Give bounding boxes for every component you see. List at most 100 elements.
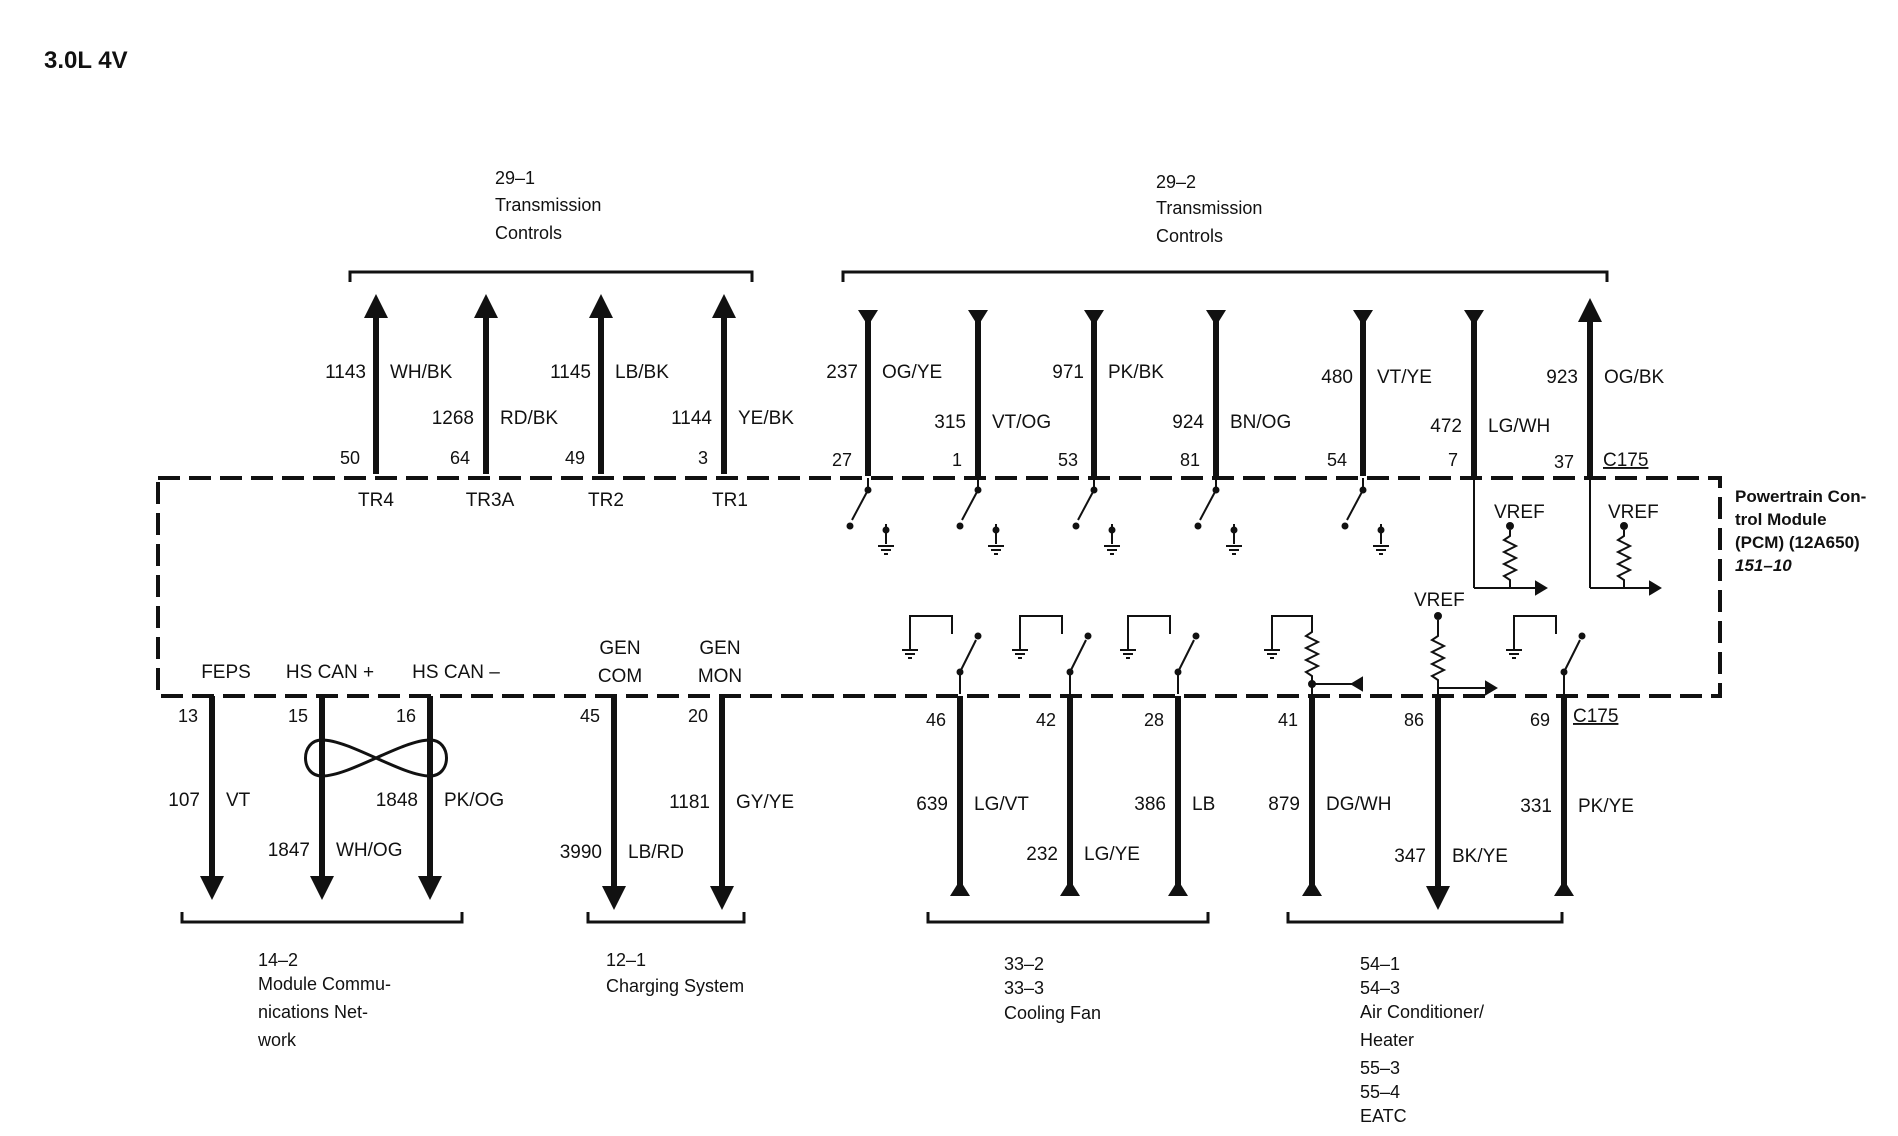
svg-text:55–4: 55–4 — [1360, 1082, 1400, 1102]
wire: 237 OG/YE 27 — [826, 310, 942, 476]
pin-number: 69 — [1530, 710, 1550, 730]
bottom-group-label: 14–2 Module Commu- nications Net- work 1… — [257, 950, 1484, 1126]
pin-number: 28 — [1144, 710, 1164, 730]
circuit-number: 107 — [168, 790, 200, 811]
twisted-pair-symbol — [304, 738, 448, 778]
diagram-title: 3.0L 4V — [44, 47, 128, 74]
switch-to-ground — [846, 478, 1389, 555]
pin-number: 54 — [1327, 450, 1347, 470]
wire-color: VT — [226, 790, 251, 811]
wire: 480 VT/YE 54 — [1321, 310, 1432, 476]
circuit-number: 1144 — [671, 408, 712, 429]
wire-color: PK/OG — [444, 790, 504, 811]
wire: 315 VT/OG 1 — [934, 310, 1051, 476]
circuit-number: 1268 — [432, 408, 474, 429]
pin-number: 15 — [288, 706, 308, 726]
wire-color: VT/OG — [992, 412, 1051, 433]
svg-text:55–3: 55–3 — [1360, 1058, 1400, 1078]
circuit-number: 923 — [1546, 367, 1578, 388]
wire-color: LB/BK — [615, 362, 669, 383]
wire-color: LB/RD — [628, 842, 684, 863]
wire: 42 232 LG/YE — [1026, 696, 1140, 896]
circuit-number: 237 — [826, 362, 858, 383]
bottom-resistor — [1264, 612, 1498, 696]
svg-text:Air Conditioner/: Air Conditioner/ — [1360, 1002, 1484, 1022]
pin-number: 45 — [580, 706, 600, 726]
switch-to-ground — [902, 615, 1586, 694]
wire-color: YE/BK — [738, 408, 794, 429]
svg-text:Heater: Heater — [1360, 1030, 1414, 1050]
svg-text:Controls: Controls — [1156, 226, 1223, 246]
signal-label: GEN — [699, 638, 740, 659]
signal-label: MON — [698, 666, 742, 687]
wire: 1268 RD/BK 64 TR3A — [432, 294, 558, 511]
svg-text:EATC: EATC — [1360, 1106, 1407, 1126]
pin-number: 3 — [698, 448, 708, 468]
wire-color: OG/BK — [1604, 367, 1665, 388]
pcm-boundary — [156, 476, 1722, 698]
vref-resistor — [1473, 478, 1662, 596]
svg-text:33–3: 33–3 — [1004, 978, 1044, 998]
wire: HS CAN + 15 1847 WH/OG — [268, 662, 403, 900]
wire: 28 386 LB — [1134, 696, 1215, 896]
svg-text:151–10: 151–10 — [1735, 556, 1792, 575]
circuit-number: 331 — [1520, 796, 1552, 817]
circuit-number: 3990 — [560, 842, 602, 863]
top-group-label: 29–1 Transmission Controls 29–2 Transmis… — [495, 168, 1262, 246]
top-group-bracket — [348, 270, 1609, 282]
wire: 69 331 PK/YE — [1520, 696, 1634, 896]
svg-text:Controls: Controls — [495, 223, 562, 243]
wire-color: VT/YE — [1377, 367, 1432, 388]
circuit-number: 1181 — [669, 792, 710, 813]
signal-label: TR4 — [358, 490, 394, 511]
wire-color: RD/BK — [500, 408, 558, 429]
svg-text:Powertrain Con-: Powertrain Con- — [1735, 487, 1866, 506]
svg-text:Cooling Fan: Cooling Fan — [1004, 1003, 1101, 1023]
wire-color: LG/VT — [974, 794, 1029, 815]
circuit-number: 924 — [1172, 412, 1204, 433]
signal-label: TR2 — [588, 490, 624, 511]
circuit-number: 971 — [1052, 362, 1084, 383]
svg-text:work: work — [257, 1030, 297, 1050]
circuit-number: 232 — [1026, 844, 1058, 865]
vref-label: VREF — [1608, 502, 1659, 523]
vref-label: VREF — [1494, 502, 1545, 523]
wire-color: OG/YE — [882, 362, 942, 383]
pin-number: 27 — [832, 450, 852, 470]
svg-text:33–2: 33–2 — [1004, 954, 1044, 974]
svg-text:Transmission: Transmission — [1156, 198, 1262, 218]
svg-text:14–2: 14–2 — [258, 950, 298, 970]
wire-color: LG/YE — [1084, 844, 1140, 865]
pin-number: 20 — [688, 706, 708, 726]
signal-label: TR3A — [466, 490, 515, 511]
svg-text:Charging System: Charging System — [606, 976, 744, 996]
svg-text:Transmission: Transmission — [495, 195, 601, 215]
signal-label: HS CAN – — [412, 662, 500, 683]
wire-color: BK/YE — [1452, 846, 1508, 867]
wire: GEN COM 45 3990 LB/RD — [560, 638, 684, 910]
circuit-number: 386 — [1134, 794, 1166, 815]
wire: 86 347 BK/YE — [1394, 696, 1508, 910]
pin-number: 64 — [450, 448, 470, 468]
wire: 472 LG/WH 7 — [1430, 310, 1550, 476]
signal-label: FEPS — [201, 662, 251, 683]
wire: HS CAN – 16 1848 PK/OG — [376, 662, 504, 900]
wire: 1144 YE/BK 3 TR1 — [671, 294, 794, 511]
pin-number: 37 — [1554, 452, 1574, 472]
connector-bottom-label: C175 — [1573, 706, 1618, 727]
wire-color: DG/WH — [1326, 794, 1391, 815]
pin-number: 1 — [952, 450, 962, 470]
signal-label: TR1 — [712, 490, 748, 511]
circuit-number: 472 — [1430, 416, 1462, 437]
pin-number: 86 — [1404, 710, 1424, 730]
pin-number: 41 — [1278, 710, 1298, 730]
pin-number: 7 — [1448, 450, 1458, 470]
pin-number: 50 — [340, 448, 360, 468]
pcm-label: Powertrain Con- trol Module (PCM) (12A65… — [1735, 487, 1866, 575]
pin-number: 16 — [396, 706, 416, 726]
connector-top-label: C175 — [1603, 450, 1648, 471]
circuit-number: 1847 — [268, 840, 310, 861]
wire: 924 BN/OG 81 — [1172, 310, 1291, 476]
circuit-number: 315 — [934, 412, 966, 433]
